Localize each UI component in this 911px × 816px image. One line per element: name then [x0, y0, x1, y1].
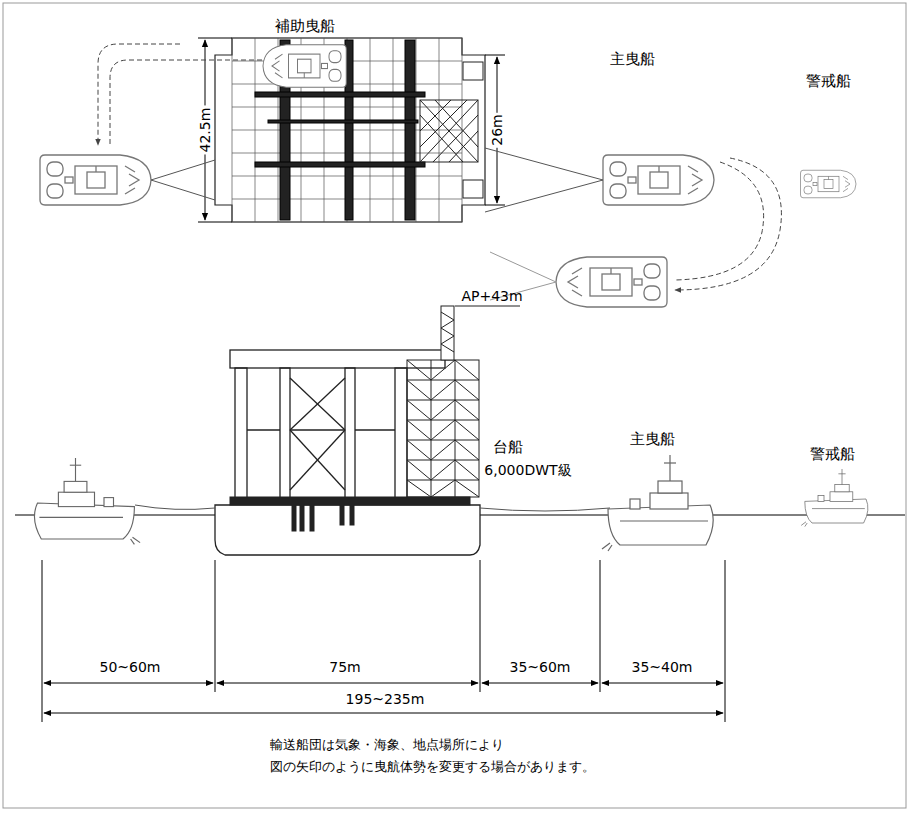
dimension-label: 195~235m — [344, 691, 427, 707]
barge-side — [215, 306, 520, 555]
deck-grid — [232, 38, 462, 39]
vessel-name: 台船 — [493, 439, 523, 456]
assist-tug-plan — [40, 155, 151, 205]
dimension-label: 35~40m — [630, 659, 695, 675]
guard-boat-side — [801, 469, 868, 527]
note-text: 図の矢印のように曳航体勢を変更する場合があります。 — [270, 760, 595, 775]
assist-tug-side — [34, 458, 140, 544]
vessel-spec: 6,000DWT級 — [484, 462, 571, 478]
dimension-label: 50~60m — [98, 659, 163, 675]
tow-line — [135, 505, 610, 511]
guard-boat-plan — [801, 170, 857, 198]
note-text: 輸送船団は気象・海象、地点場所により — [270, 738, 504, 753]
dimension-label: 75m — [327, 659, 362, 675]
dimension-label: 26m — [489, 112, 505, 147]
maneuver-arrow — [98, 44, 781, 290]
main-tug-plan — [556, 257, 667, 307]
deck-grid — [232, 222, 462, 223]
dimension-label: 42.5m — [197, 106, 213, 155]
barge-plan — [215, 38, 485, 222]
vessel-name: 警戒船 — [810, 446, 855, 463]
dimension-label: 35~60m — [508, 659, 573, 675]
main-tug-plan — [603, 155, 714, 205]
vessel-name: 主曳船 — [630, 431, 675, 448]
assist-tug-plan — [263, 45, 346, 88]
vessel-name: 主曳船 — [610, 51, 655, 68]
tow-line — [151, 148, 603, 300]
dimension-lines — [42, 560, 725, 722]
height-label: AP+43m — [461, 288, 522, 304]
main-tug-side — [602, 455, 713, 551]
vessel-name: 補助曳船 — [275, 18, 335, 35]
dimension-lines — [198, 38, 505, 222]
vessel-name: 警戒船 — [806, 73, 851, 90]
